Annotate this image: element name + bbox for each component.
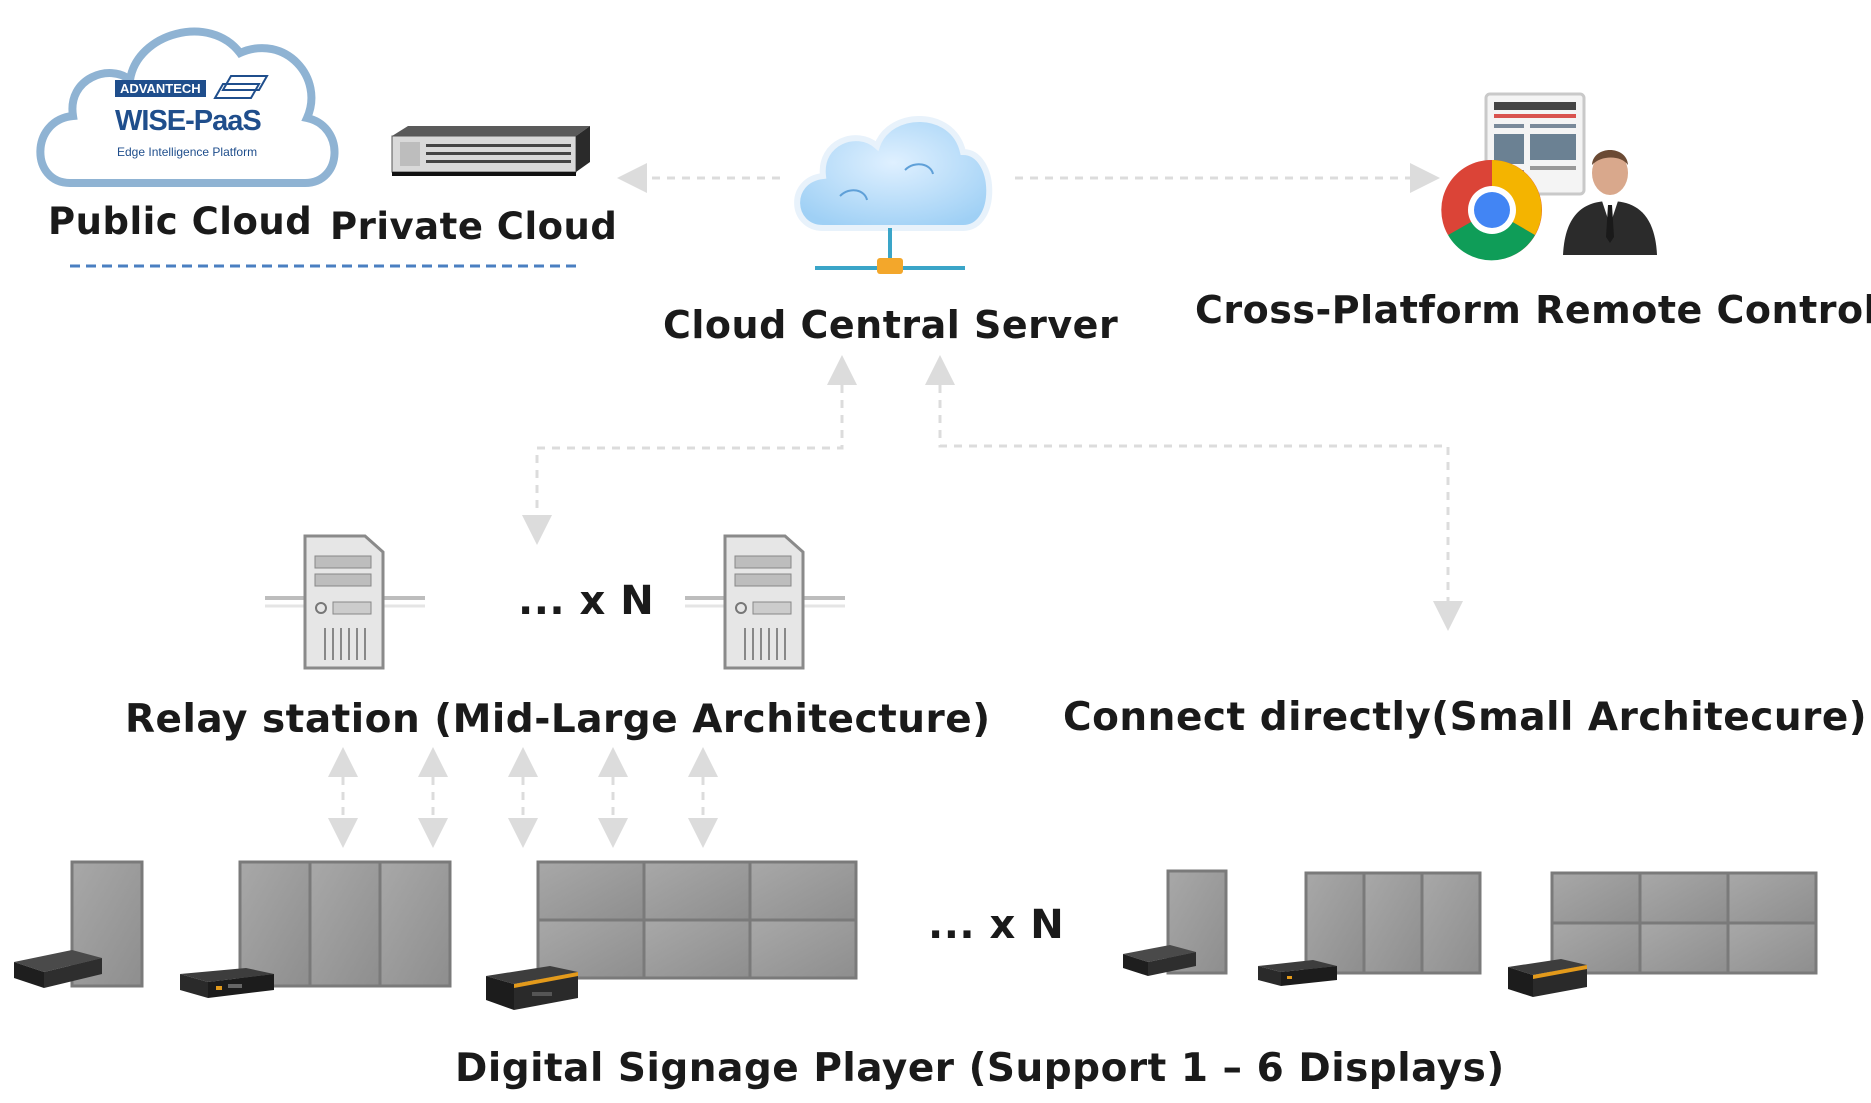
relay-server-icon — [265, 534, 425, 670]
rack-server-icon — [391, 126, 590, 176]
media-player-box-icon — [14, 950, 102, 988]
media-player-box-icon — [1123, 945, 1196, 976]
player-multiplier-label: ... x N — [928, 902, 1065, 948]
signage-displays-large — [70, 860, 858, 988]
cloud-server-icon — [794, 116, 993, 274]
media-player-box-icon — [180, 968, 274, 998]
paas-layers-icon — [213, 75, 269, 99]
wise-paas-cloud-logo: ADVANTECH WISE-PaaS Edge Intelligence Pl… — [25, 8, 339, 188]
wise-paas-title: WISE-PaaS — [115, 105, 262, 137]
relay-multiplier-label: ... x N — [518, 578, 655, 624]
wise-paas-subtitle: Edge Intelligence Platform — [117, 145, 258, 159]
chrome-browser-icon — [1441, 159, 1542, 261]
advantech-brand: ADVANTECH — [115, 80, 206, 97]
digital-signage-player-label: Digital Signage Player (Support 1 – 6 Di… — [455, 1046, 1505, 1091]
signage-displays-small — [1166, 869, 1818, 975]
relay-station-label: Relay station (Mid-Large Architecture) — [125, 697, 991, 742]
relay-server-icon — [685, 534, 845, 670]
remote-control-group — [1440, 88, 1660, 268]
media-player-box-icon — [486, 966, 578, 1010]
cloud-central-server-label: Cloud Central Server — [663, 303, 1119, 347]
cloud-outline-icon — [36, 27, 339, 187]
media-player-box-icon — [1508, 959, 1587, 997]
remote-control-label: Cross-Platform Remote Control — [1195, 288, 1871, 332]
public-cloud-label: Public Cloud — [48, 200, 313, 243]
cloud-group-underline — [70, 264, 578, 268]
direct-connect-label: Connect directly(Small Architecure) — [1063, 695, 1868, 740]
private-cloud-label: Private Cloud — [330, 205, 618, 248]
user-person-icon — [1563, 150, 1657, 255]
media-player-box-icon — [1258, 960, 1337, 986]
